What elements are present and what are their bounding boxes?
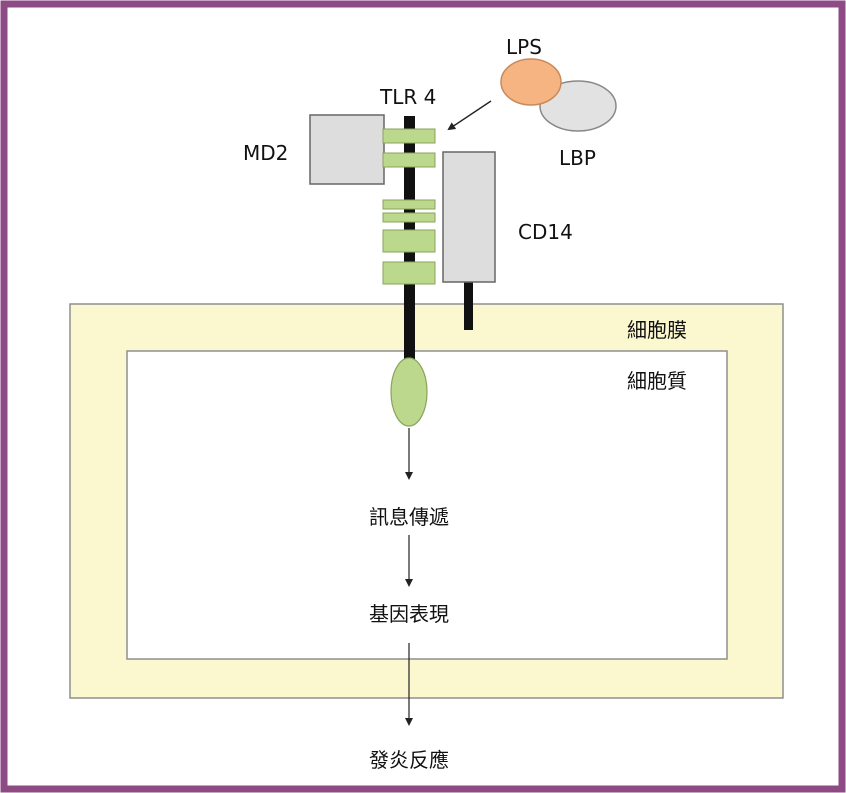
md2-box (310, 115, 384, 184)
inflammation-label: 發炎反應 (369, 748, 449, 772)
lbp-label: LBP (559, 146, 596, 170)
tlr4-tir-domain (391, 358, 427, 426)
tlr4-segment (383, 153, 435, 167)
cd14-box (443, 152, 495, 282)
cytoplasm-label: 細胞質 (627, 369, 687, 393)
md2-label: MD2 (243, 141, 288, 165)
tlr4-label: TLR 4 (379, 85, 436, 109)
signal-label: 訊息傳遞 (369, 505, 449, 529)
tlr4-segment (383, 200, 435, 209)
tlr4-segment (383, 213, 435, 222)
lps-shape (501, 59, 561, 105)
cd14-label: CD14 (518, 220, 573, 244)
gene-label: 基因表現 (369, 602, 449, 626)
lps-label: LPS (506, 35, 542, 59)
cd14-anchor (464, 280, 473, 330)
tlr4-segment (383, 129, 435, 143)
tlr4-segment (383, 262, 435, 284)
tlr4-segment (383, 230, 435, 252)
membrane-label: 細胞膜 (627, 318, 687, 342)
